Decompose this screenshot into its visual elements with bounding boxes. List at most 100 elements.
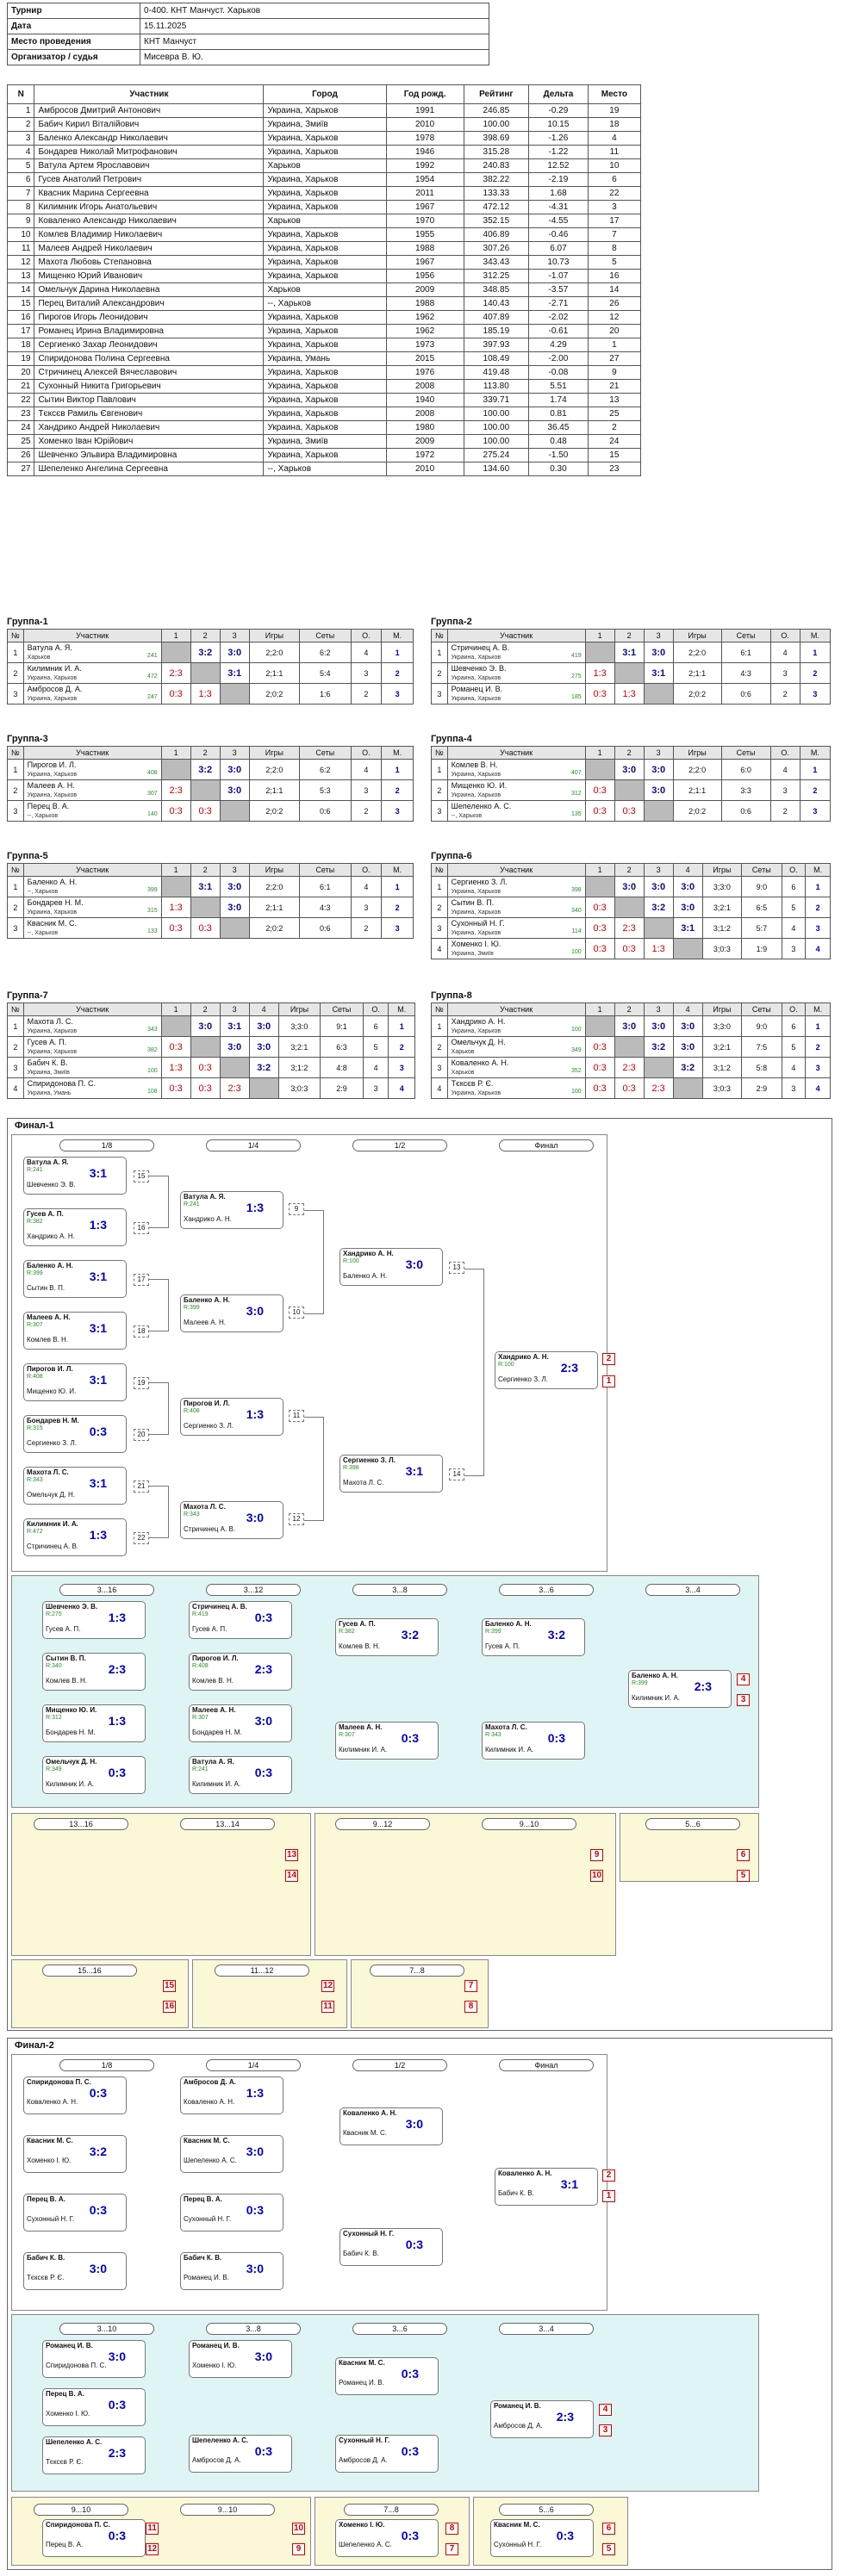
group-score-cell <box>584 876 615 897</box>
players-cell: 8 <box>587 241 642 256</box>
place-badge: 15 <box>163 1980 176 1992</box>
group-header-cell: Сеты <box>299 629 352 642</box>
match-score: 0:3 <box>547 1731 565 1745</box>
players-cell: 21 <box>587 379 642 394</box>
group-score-cell: 3:0 <box>614 876 645 897</box>
match-rating-1: R:241 <box>184 1201 200 1207</box>
match-rating-1: R:382 <box>27 1219 43 1225</box>
match-score: 1:3 <box>89 1218 107 1232</box>
group-score: 3:1 <box>198 881 213 892</box>
place-badge: 3 <box>599 2424 612 2436</box>
bracket-line <box>483 1269 484 1476</box>
match-score: 3:0 <box>246 1304 264 1318</box>
players-cell: 1.68 <box>528 186 589 201</box>
match-score: 3:2 <box>401 1628 419 1642</box>
match-player-2: Комлев В. Н. <box>46 1677 87 1685</box>
match-player-2: Коваленко А. Н. <box>27 2098 78 2106</box>
players-cell: -1.07 <box>528 269 589 283</box>
group-score-cell: 3:0 <box>219 779 250 801</box>
group-points: 3 <box>781 938 807 959</box>
match-player-2: Амбросов Д. А. <box>339 2456 388 2464</box>
group-score: 0:3 <box>622 1083 636 1094</box>
group-score-cell <box>584 642 615 663</box>
group-sets: 2:9 <box>741 1077 782 1099</box>
players-cell: 36.45 <box>528 420 589 435</box>
group-header-cell: О. <box>781 1002 807 1016</box>
players-cell: 1962 <box>385 324 464 338</box>
match-player-1: Баленко А. Н. <box>485 1620 532 1628</box>
players-header-cell: Участник <box>34 84 265 104</box>
group-header-cell: 4 <box>672 1002 703 1016</box>
group-header-cell: Участник <box>446 863 586 877</box>
group-sets: 6:5 <box>741 897 782 918</box>
match-player-1: Шевченко Э. В. <box>46 1603 98 1611</box>
group-sets: 6:1 <box>299 876 352 897</box>
group-player-city: Украина, Харьков <box>27 771 78 778</box>
group-header-cell: Сеты <box>299 746 352 760</box>
group-place: 2 <box>805 1036 831 1058</box>
group-games: 2;1:1 <box>672 779 722 801</box>
group-score: 3:0 <box>651 785 666 796</box>
group-score-cell: 1:3 <box>160 1057 191 1078</box>
group-score-cell: 1:3 <box>160 897 191 918</box>
group-games: 3;0:3 <box>701 938 743 959</box>
players-cell: 24 <box>6 420 35 435</box>
match-score: 0:3 <box>89 2086 107 2100</box>
group-score-cell: 3:2 <box>190 759 221 780</box>
group-score-cell: 3:0 <box>614 1015 645 1037</box>
group-header-cell: № <box>431 629 448 642</box>
group-score: 3:0 <box>651 881 666 892</box>
players-cell: 307.26 <box>463 241 530 256</box>
players-cell: 19 <box>6 351 35 366</box>
match-rating-1: R:100 <box>498 1362 514 1368</box>
round-label: 3...16 <box>59 1584 154 1596</box>
players-cell: 1962 <box>385 310 464 325</box>
round-label: 3...6 <box>499 1584 594 1596</box>
players-cell: 407.89 <box>463 310 530 325</box>
group-player-rating: 241 <box>146 652 158 659</box>
players-cell: 1972 <box>385 448 464 462</box>
group-score-cell <box>584 1015 615 1037</box>
group-score: 1:3 <box>622 688 636 699</box>
players-cell: 113.80 <box>463 379 530 394</box>
round-label: Финал <box>499 1139 594 1151</box>
bracket-line <box>149 1382 168 1383</box>
group-games: 2;0:2 <box>672 683 722 705</box>
players-cell: 1 <box>6 103 35 118</box>
players-cell: 11 <box>6 241 35 256</box>
group-score: 3:0 <box>622 764 637 775</box>
group-score-cell: 3:2 <box>643 897 674 918</box>
place-badge: 5 <box>602 2543 615 2555</box>
round-label: 1/2 <box>352 1139 447 1151</box>
bracket-line <box>168 1279 169 1331</box>
group-header-cell: 3 <box>219 1002 250 1016</box>
players-cell: 12.52 <box>528 158 589 173</box>
final-2-main-zone <box>11 2054 607 2311</box>
players-cell: 18 <box>6 338 35 352</box>
match-score: 0:3 <box>108 2398 126 2412</box>
group-sets: 5:4 <box>299 662 352 684</box>
place-badge: 4 <box>737 1673 750 1685</box>
group-row-number: 1 <box>7 876 24 897</box>
group-player-name: Ватула А. Я. <box>27 642 72 652</box>
players-cell: 4 <box>587 131 642 146</box>
match-player-1: Ватула А. Я. <box>184 1193 226 1201</box>
players-cell: 1946 <box>385 145 464 159</box>
match-score: 3:1 <box>89 1476 107 1490</box>
group-score-cell <box>584 759 615 780</box>
group-header-cell: М. <box>805 863 831 877</box>
group-player-name: Махота Л. С. <box>27 1016 73 1026</box>
match-player-1: Гусев А. П. <box>339 1620 376 1628</box>
group-header-cell: 1 <box>584 629 615 642</box>
group-player-name: Амбросов Д. А. <box>27 684 83 693</box>
place-badge: 12 <box>146 2543 159 2555</box>
group-score-cell: 3:1 <box>190 876 221 897</box>
